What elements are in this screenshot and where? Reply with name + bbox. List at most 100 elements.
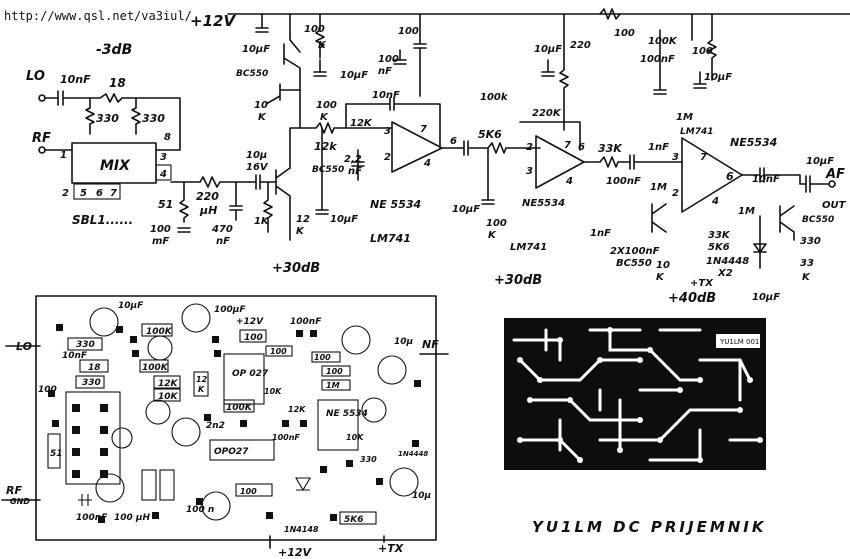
rf-input-terminal <box>38 146 46 154</box>
pcb-text-17: OP 027 <box>232 369 269 379</box>
lo-pad-resistors <box>85 97 141 135</box>
tx-label-schematic: +TX <box>690 278 714 289</box>
pcb-text-5: 10μ <box>394 337 414 347</box>
pcb-text-9: 330 <box>76 340 95 350</box>
mixer-part-label: SBL1...... <box>72 213 133 227</box>
minus-3db-label: -3dB <box>96 42 132 58</box>
q-top-label: BC550 <box>236 69 268 79</box>
pcb-text-26: 2n2 <box>206 421 225 431</box>
pcb-text-36: 100 μH <box>114 513 151 523</box>
r-10k-out-k: K <box>656 272 665 283</box>
r-100k-b: 100k <box>480 92 509 103</box>
c-nf: nF <box>216 236 230 247</box>
pcb-tx-label: +TX <box>378 542 404 555</box>
supply-12v-label: +12V <box>190 12 236 30</box>
pcb-text-7: 100 <box>270 347 287 356</box>
r-51: 51 <box>158 198 173 211</box>
pcb-text-38: 1N4148 <box>284 525 319 534</box>
lm741-c: LM741 <box>680 127 713 137</box>
c-10uf-out: 10μF <box>806 156 834 167</box>
op3-pin3: 3 <box>672 152 679 163</box>
rf-label: RF <box>32 131 51 146</box>
gain-2: +30dB <box>494 273 542 288</box>
op2-pin3: 3 <box>526 166 533 177</box>
mixer-pin6: 6 <box>96 188 103 199</box>
op2-pin2: 2 <box>526 142 533 153</box>
r-100k-mid-k: K <box>320 112 329 123</box>
r-220k: 220K <box>532 108 562 119</box>
gain-3: +40dB <box>668 291 716 306</box>
pcb-text-21: NE 5534 <box>326 409 368 419</box>
pcb-text-2: 100K <box>146 327 173 337</box>
c-100mf-a: 100 <box>150 224 171 235</box>
op2-name-b: LM741 <box>510 242 547 253</box>
pcb-text-39: 10μ <box>412 491 432 501</box>
r-330-out: 330 <box>800 236 821 247</box>
r-100-b: 100 <box>692 46 713 57</box>
c-10uf-d: 10μF <box>752 292 780 303</box>
pcb-mixer-footprint <box>65 391 121 485</box>
opamp3-triangle <box>681 137 743 213</box>
r-33k-b: 33K <box>708 230 731 241</box>
op2-pin7: 7 <box>564 140 571 151</box>
pcb-text-10: 18 <box>88 363 101 373</box>
pcb-text-24: 100 <box>326 367 343 376</box>
pcb-text-37: 100 n <box>186 505 214 515</box>
r-100k-c-k: K <box>488 230 497 241</box>
lo-input-terminal <box>38 94 46 102</box>
op1-pin6: 6 <box>450 136 457 147</box>
op2-pin4: 4 <box>565 176 573 187</box>
r-12k-a: 12 <box>296 214 310 225</box>
op1-pin2: 2 <box>384 152 391 163</box>
c-10nf-lo: 10nF <box>60 73 91 86</box>
r-1k: 1K <box>254 216 270 227</box>
op3-pin2: 2 <box>672 188 679 199</box>
op1-pin4: 4 <box>423 158 431 169</box>
pcb-text-29: 10K <box>346 433 364 442</box>
q1-label: BC550 <box>312 165 344 175</box>
c-100nf-c: 100nF <box>606 176 641 187</box>
op3-name: NE5534 <box>730 136 777 149</box>
pcb-text-14: 10K <box>158 392 179 402</box>
c-100mf-b: mF <box>152 236 169 247</box>
r-330b: 330 <box>142 112 165 125</box>
op3-pin6: 6 <box>726 170 734 183</box>
r-18: 18 <box>109 76 126 90</box>
r-1m-c: 1M <box>738 206 755 217</box>
r-12k-op1: 12K <box>350 118 373 129</box>
af-output-terminal <box>828 180 836 188</box>
pcb-text-18: 100K <box>226 403 253 413</box>
r-220: 220 <box>570 40 591 51</box>
c-10uf-q: 10μF <box>242 44 270 55</box>
pcb-text-35: 100nF <box>76 513 108 523</box>
mixer-label: MIX <box>100 158 131 174</box>
c-16v: 16V <box>246 162 269 173</box>
r-33k-out: 33 <box>800 258 814 269</box>
r-33k: 33K <box>598 142 623 155</box>
pcb-text-4: 100nF <box>290 317 322 327</box>
q1-symbol <box>275 167 291 241</box>
r-100-top: 100 <box>614 28 635 39</box>
pcb-text-3: +12V <box>236 317 264 327</box>
pcb-text-15: 12 <box>196 375 208 384</box>
mixer-pin8: 8 <box>164 132 171 143</box>
pcb-text-19: 10K <box>264 387 282 396</box>
r-1m-b: 1M <box>650 182 667 193</box>
af-label: AF <box>825 167 845 182</box>
pcb-text-11: 330 <box>82 378 101 388</box>
r-1m-a: 1M <box>676 112 693 123</box>
c-1nf-b: 1nF <box>590 228 611 239</box>
r-100k-top: 100 <box>304 24 325 35</box>
r-100k-c: 100 <box>486 218 507 229</box>
op2-name-a: NE5534 <box>522 198 565 209</box>
pcb-text-23: 1M <box>326 381 340 390</box>
r-5k6-b: 5K6 <box>708 242 730 253</box>
c-100nf-d: 100nF <box>640 54 675 65</box>
r-5k6: 5K6 <box>478 128 502 141</box>
pcb-text-28: 100 <box>240 487 257 496</box>
pcb-artwork-title: YU1LM 001 <box>719 338 759 346</box>
c-22nf-n: nF <box>348 166 362 177</box>
mixer-block <box>71 142 157 184</box>
r-100k-d: 100K <box>648 36 678 47</box>
receiver-schematic: +12V -3dB LO 10nF 18 330 330 RF MIX 1 8 … <box>26 8 850 306</box>
